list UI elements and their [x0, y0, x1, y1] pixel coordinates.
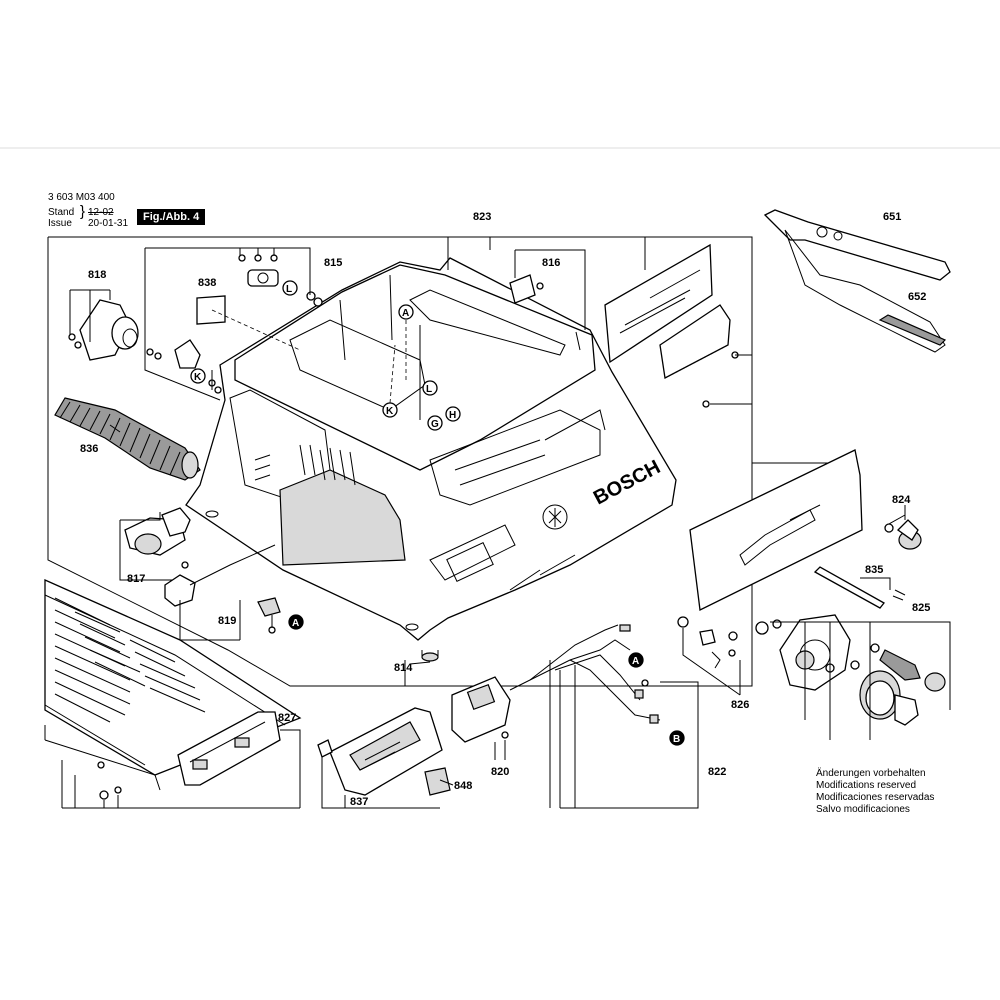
blade-guard-plates [604, 237, 752, 408]
label-837: 837 [350, 796, 368, 808]
part-816 [509, 249, 586, 351]
label-817: 817 [127, 573, 145, 585]
note-spanish: Modificaciones reservadas [816, 792, 935, 803]
issue-value: 20-01-31 [88, 218, 129, 229]
label-822: 822 [708, 766, 726, 778]
note-german: Änderungen vorbehalten [816, 768, 926, 779]
part-819-plug: A [164, 544, 304, 641]
label-818: 818 [88, 269, 106, 281]
right-rip-plate [689, 449, 863, 611]
part-848 [424, 767, 451, 796]
note-english: Modifications reserved [816, 780, 917, 791]
label-819: 819 [218, 615, 236, 627]
label-836: 836 [80, 443, 98, 455]
cable-clamp-k: K [146, 339, 222, 394]
note-portuguese: Salvo modificaciones [816, 804, 910, 815]
issue-label: Issue [48, 218, 72, 229]
part-818-dust-port [68, 289, 139, 361]
callout-k-inner: K [386, 406, 394, 417]
callout-l-inner: L [426, 384, 432, 395]
part-835-rod [813, 566, 906, 609]
part-820-switch [451, 676, 511, 760]
table-top [44, 578, 302, 809]
housing-callouts: A L K H G [382, 304, 461, 431]
leader-814 [404, 660, 431, 686]
label-820: 820 [491, 766, 509, 778]
label-815: 815 [324, 257, 342, 269]
document-number: 3 603 M03 400 [48, 192, 115, 203]
wrench-651 [763, 209, 951, 353]
figure-badge: Fig./Abb. 4 [137, 209, 206, 225]
label-652: 652 [908, 291, 926, 303]
callout-a-plug: A [292, 618, 299, 629]
label-826: 826 [731, 699, 749, 711]
part-826 [677, 616, 741, 696]
label-838: 838 [198, 277, 216, 289]
label-827: 827 [278, 712, 296, 724]
label-848: 848 [454, 780, 472, 792]
part-labels: 823 651 652 815 816 818 838 836 824 835 … [80, 211, 930, 808]
label-835: 835 [865, 564, 883, 576]
label-816: 816 [542, 257, 560, 269]
callout-a-upper: A [402, 308, 409, 319]
label-825: 825 [912, 602, 930, 614]
part-815-group: L [144, 247, 323, 401]
stand-label: Stand [48, 207, 75, 218]
part-824-knob [884, 505, 922, 550]
saw-housing: BOSCH [185, 257, 677, 662]
callout-b: B [673, 734, 680, 745]
callout-g: G [431, 419, 439, 430]
part-837-electronics [317, 707, 443, 809]
label-824: 824 [892, 494, 911, 506]
callout-a-harness: A [632, 656, 639, 667]
label-651: 651 [883, 211, 901, 223]
label-814: 814 [394, 662, 413, 674]
part-817-switch [119, 507, 191, 581]
part-825-handwheel [755, 614, 951, 740]
label-plate-838 [196, 295, 301, 351]
part-822-harness: A B [509, 624, 699, 809]
leader-848 [439, 779, 454, 786]
part-827-rail [177, 711, 301, 808]
table-slots [54, 597, 206, 723]
brace-glyph: } [80, 203, 86, 220]
callout-h: H [449, 410, 456, 421]
callout-k-left: K [194, 372, 202, 383]
label-823: 823 [473, 211, 491, 223]
stand-value: 12-02 [88, 207, 114, 218]
callout-l-upper: L [286, 284, 292, 295]
part-836-hose [54, 397, 201, 481]
leader-823 [447, 237, 491, 270]
